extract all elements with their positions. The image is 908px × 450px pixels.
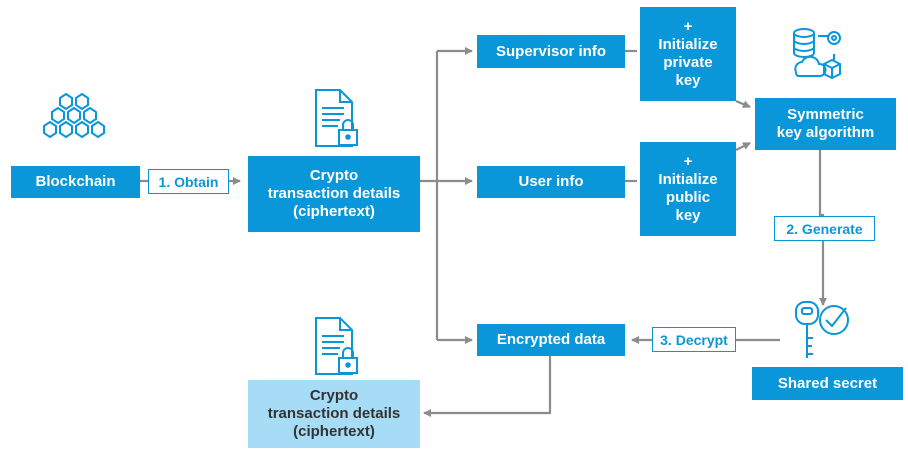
shared-secret-node: Shared secret — [752, 367, 903, 400]
crypto-transaction-node: Crypto transaction details (ciphertext) — [248, 156, 420, 232]
user-info-label: User info — [518, 173, 584, 190]
blockchain-node: Blockchain — [11, 166, 140, 198]
private-key-line-1: + — [683, 18, 693, 35]
shared-secret-label: Shared secret — [777, 374, 878, 392]
key-check-icon — [790, 296, 852, 371]
blockchain-label: Blockchain — [35, 173, 116, 190]
crypto-tx-line-1: Crypto — [309, 167, 359, 184]
private-key-line-2: Initialize — [658, 36, 718, 53]
initialize-public-key-node: + Initialize public key — [640, 142, 736, 236]
step-obtain-text: 1. Obtain — [158, 173, 219, 190]
public-key-line-1: + — [683, 153, 693, 170]
step-generate-label: 2. Generate — [774, 216, 875, 241]
private-key-line-3: private — [663, 54, 713, 71]
encrypted-data-label: Encrypted data — [496, 331, 606, 348]
crypto-output-line-2: transaction details — [267, 405, 401, 422]
supervisor-info-node: Supervisor info — [477, 35, 625, 68]
arrow-to-output — [423, 356, 552, 417]
supervisor-info-label: Supervisor info — [495, 42, 607, 60]
crypto-transaction-output-node: Crypto transaction details (ciphertext) — [248, 380, 420, 448]
private-key-line-4: key — [675, 72, 701, 89]
blockchain-cubes-icon — [38, 90, 110, 151]
locked-document-icon — [310, 88, 362, 155]
symmetric-line-2: key algorithm — [776, 124, 875, 141]
step-obtain-label: 1. Obtain — [148, 169, 229, 194]
crypto-output-line-3: (ciphertext) — [293, 423, 375, 440]
public-key-line-2: Initialize — [658, 171, 718, 188]
user-info-node: User info — [477, 166, 625, 198]
step-decrypt-label: 3. Decrypt — [652, 327, 736, 352]
arrow-public-to-symmetric — [735, 142, 751, 151]
crypto-tx-line-3: (ciphertext) — [293, 203, 375, 220]
database-cloud-icon — [790, 26, 850, 93]
initialize-private-key-node: + Initialize private key — [640, 7, 736, 101]
symmetric-key-algorithm-node: Symmetric key algorithm — [755, 98, 896, 150]
step-generate-text: 2. Generate — [786, 220, 863, 237]
step-decrypt-text: 3. Decrypt — [660, 331, 728, 348]
locked-document-icon — [310, 316, 362, 383]
encrypted-data-node: Encrypted data — [477, 324, 625, 356]
symmetric-line-1: Symmetric — [787, 106, 864, 123]
public-key-line-4: key — [675, 207, 701, 224]
arrow-private-to-symmetric — [735, 99, 751, 109]
crypto-tx-line-2: transaction details — [267, 185, 401, 202]
public-key-line-3: public — [665, 189, 711, 206]
arrow-generate — [818, 150, 827, 306]
crypto-output-line-1: Crypto — [309, 387, 359, 404]
